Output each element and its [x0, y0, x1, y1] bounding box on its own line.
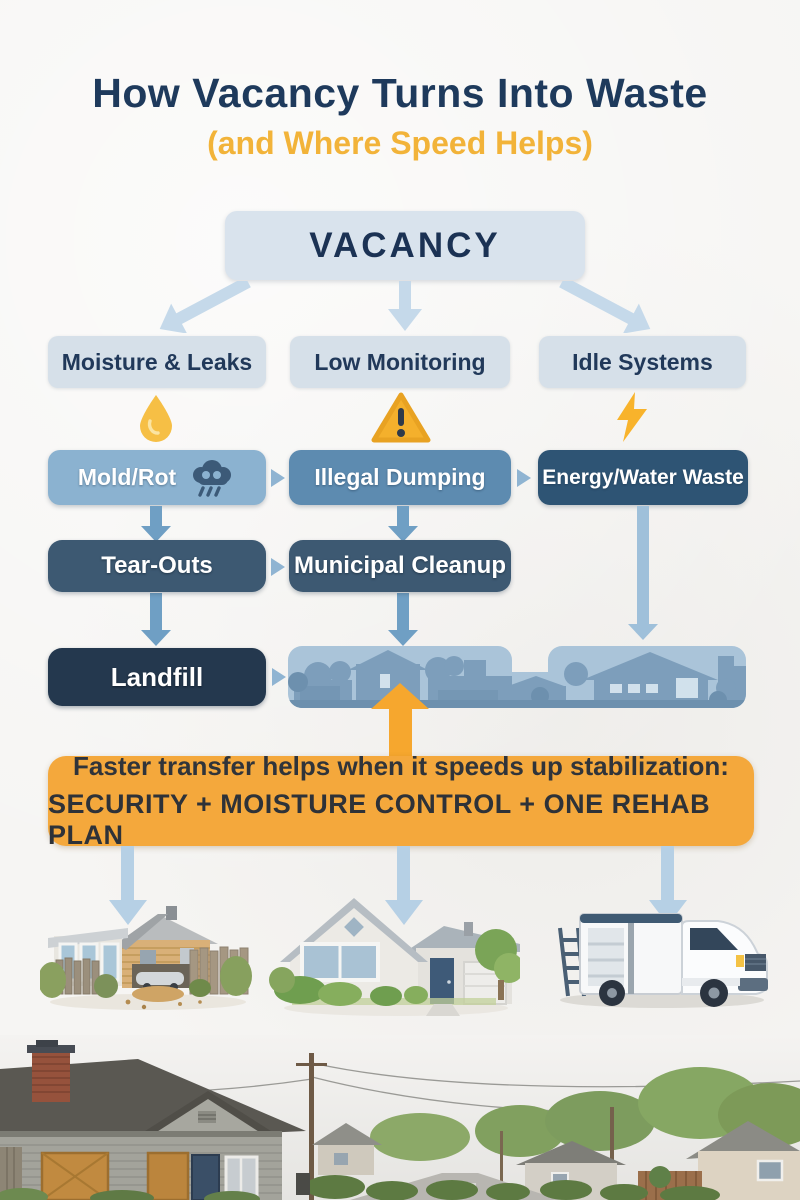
banner-line2: SECURITY + MOISTURE CONTROL + ONE REHAB … [48, 789, 711, 850]
down-arrow [397, 506, 409, 526]
page-title: How Vacancy Turns Into Waste [92, 70, 708, 116]
banner-line1: Faster transfer helps when it speeds up … [73, 751, 729, 781]
impact-label: Illegal Dumping [314, 464, 486, 490]
down-arrow [397, 593, 409, 630]
neighborhood-silhouette [288, 646, 746, 708]
page-subtitle: (and Where Speed Helps) [207, 125, 593, 161]
impact-label: Mold/Rot [77, 464, 177, 490]
down-arrow [661, 846, 674, 900]
boarded-house-street-photo [0, 1035, 800, 1200]
impact-illegal-dumping: Illegal Dumping [289, 450, 511, 505]
cause-label: Idle Systems [572, 348, 713, 375]
up-arrow-shaft [389, 707, 412, 757]
rain-cloud-icon [193, 459, 232, 497]
up-arrow-head [371, 683, 429, 709]
cause-label: Moisture & Leaks [61, 348, 253, 375]
vacancy-branch-arrows [159, 281, 651, 333]
outcome-label: Tear-Outs [101, 552, 213, 579]
chevron-right-icon [271, 469, 285, 487]
down-arrow [121, 846, 134, 900]
cause-low-monitoring: Low Monitoring [290, 336, 510, 388]
stabilized-house-illustration [269, 898, 520, 1016]
cause-label: Low Monitoring [314, 348, 486, 375]
neglected-house-illustration [40, 906, 252, 1010]
water-drop-icon [140, 395, 172, 442]
warning-triangle-icon [371, 392, 431, 443]
down-arrow [150, 506, 162, 526]
outcome-tear-outs: Tear-Outs [48, 540, 266, 592]
down-arrow [150, 593, 162, 630]
lightning-bolt-icon [617, 392, 647, 442]
down-arrow [397, 846, 410, 900]
work-van-illustration [558, 913, 768, 1008]
impact-energy-water-waste: Energy/Water Waste [538, 450, 748, 505]
cause-idle-systems: Idle Systems [539, 336, 746, 388]
terminal-landfill: Landfill [48, 648, 266, 706]
impact-label: Energy/Water Waste [542, 465, 744, 489]
speed-banner: Faster transfer helps when it speeds up … [48, 751, 754, 850]
impact-mold-rot: Mold/Rot [48, 450, 266, 505]
vacancy-node: VACANCY [225, 211, 585, 280]
outcome-municipal-cleanup: Municipal Cleanup [289, 540, 511, 592]
chevron-right-icon [272, 668, 286, 686]
outcome-label: Municipal Cleanup [293, 552, 506, 579]
chevron-right-icon [271, 558, 285, 576]
terminal-label: Landfill [110, 661, 204, 692]
vacancy-label: VACANCY [309, 225, 501, 265]
cause-moisture-leaks: Moisture & Leaks [48, 336, 266, 388]
chevron-right-icon [517, 469, 531, 487]
down-arrow-long [637, 506, 649, 624]
